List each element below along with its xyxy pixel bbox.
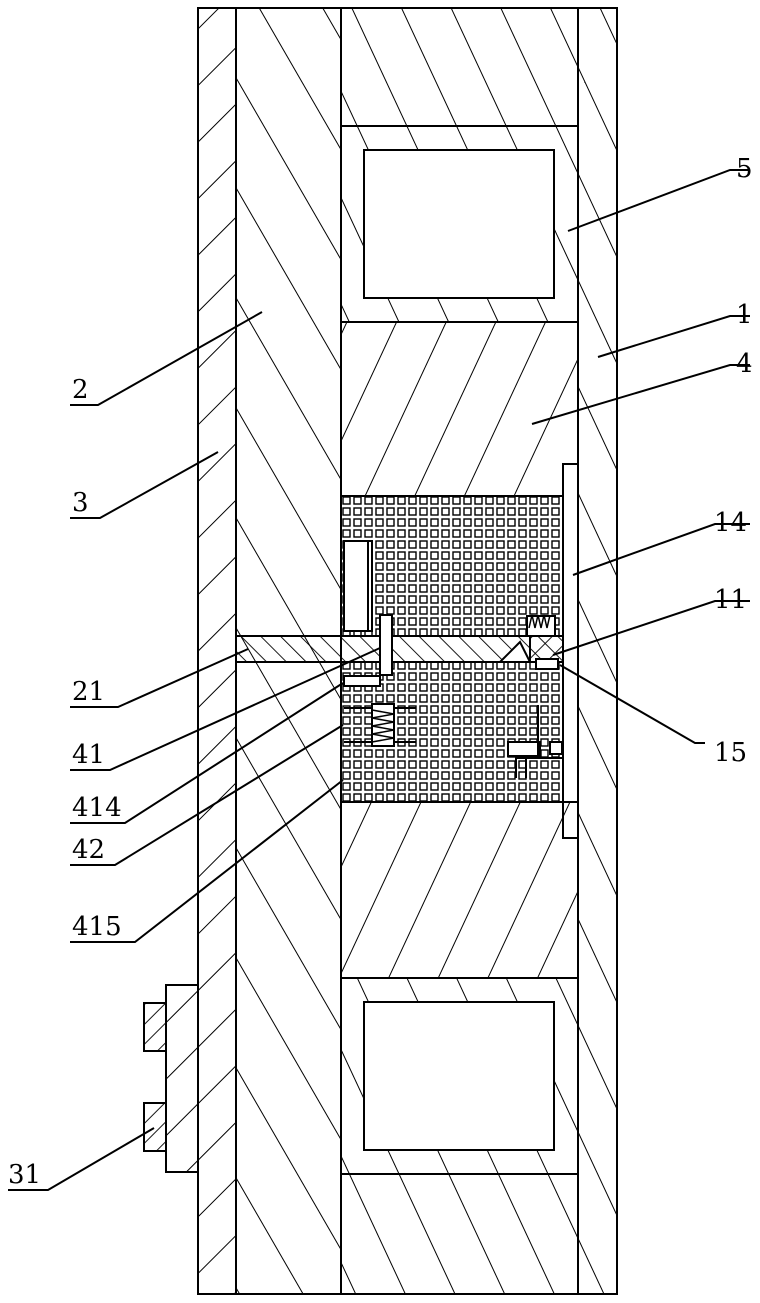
label-41: 41 [72,740,105,770]
label-415: 415 [72,912,122,942]
pin-41 [380,615,392,675]
label-15: 15 [714,738,747,768]
label-31: 31 [8,1160,41,1190]
label-414: 414 [72,793,122,823]
top-block [341,8,578,126]
lower-block [341,802,578,978]
lower-mech-square [550,742,562,754]
bottom-block [341,1174,578,1294]
part-31-bracket [166,985,198,1172]
part-3-left-wall [198,8,236,1294]
part-5-box [364,150,554,298]
label-11: 11 [714,585,747,615]
label-4: 4 [736,349,753,379]
lower-mech-box [508,742,540,756]
leader-3 [70,452,218,518]
part-31-pad-upper [144,1003,166,1051]
label-2: 2 [72,375,89,405]
leader-1 [598,316,750,357]
label-5: 5 [736,154,753,184]
label-3: 3 [72,488,89,518]
part-414-rod [344,676,380,686]
label-21: 21 [72,677,105,707]
label-1: 1 [736,300,753,330]
part-4-upper-block [341,322,578,496]
label-42: 42 [72,835,105,865]
part-31-pad-lower [144,1103,166,1151]
part-1-right-wall [578,8,617,1294]
label-14: 14 [714,508,747,538]
lower-box [364,1002,554,1150]
part-15-stop [536,659,558,669]
